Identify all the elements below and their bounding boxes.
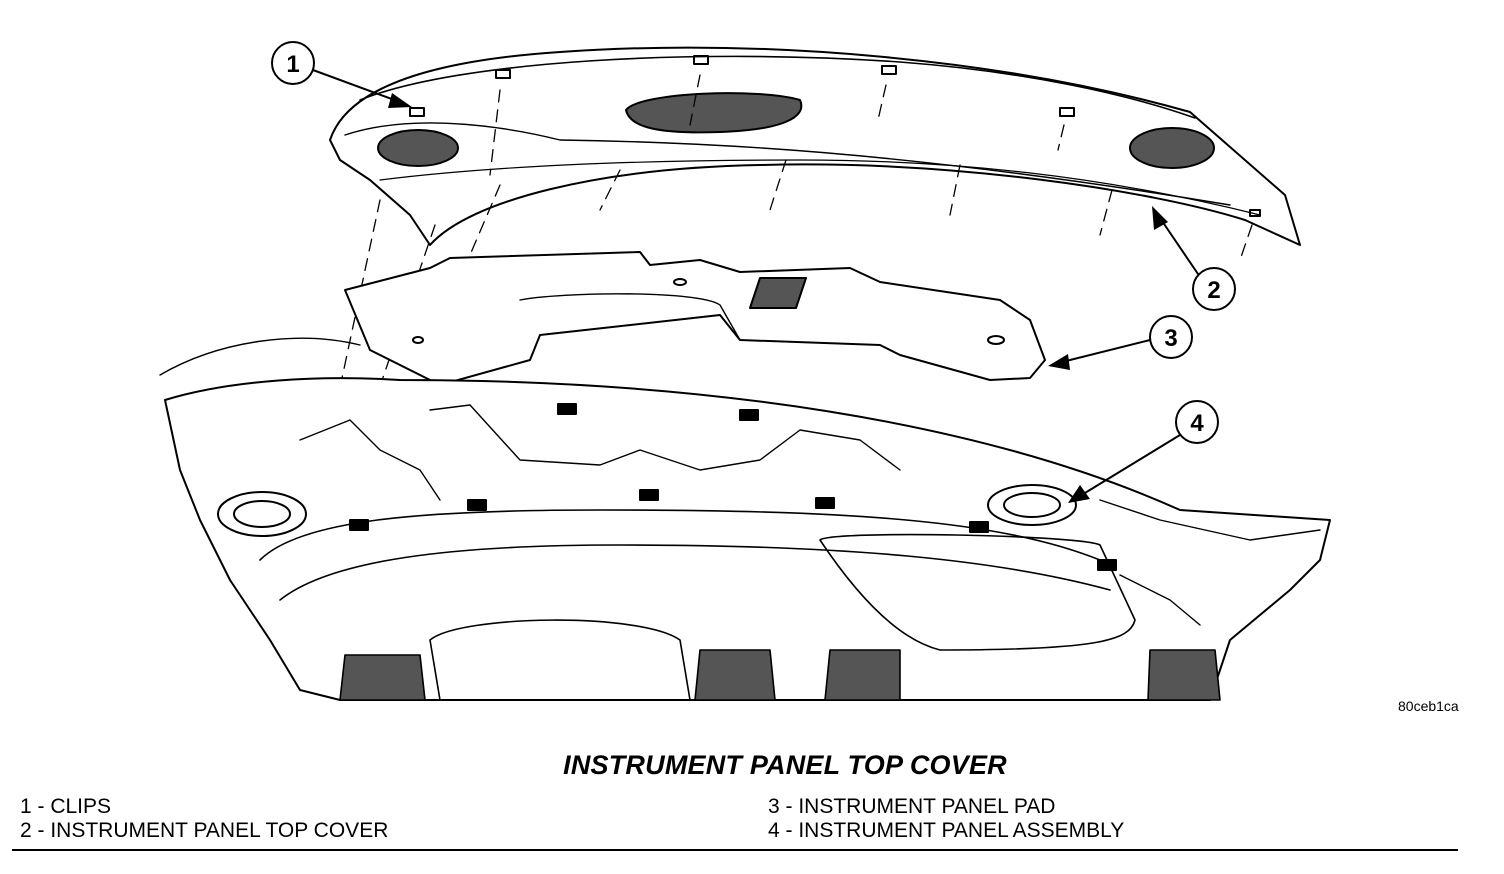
left-speaker	[217, 491, 307, 537]
legend-item-panel-pad: 3 - INSTRUMENT PANEL PAD	[768, 795, 1056, 818]
right-speaker-grille	[1129, 127, 1215, 169]
legend-item-panel-assembly: 4 - INSTRUMENT PANEL ASSEMBLY	[768, 819, 1125, 842]
callout-3	[1061, 315, 1193, 363]
figure-title: INSTRUMENT PANEL TOP COVER	[563, 750, 1007, 780]
callout-3-number: 3	[1164, 325, 1177, 352]
panel-pad-part	[344, 251, 1046, 386]
left-speaker-grille	[377, 129, 459, 167]
right-speaker	[987, 484, 1077, 526]
callout-1-number: 1	[286, 51, 299, 78]
figure-code: 80ceb1ca	[1398, 698, 1459, 714]
callout-2-number: 2	[1207, 277, 1220, 304]
callout-2	[1159, 217, 1236, 311]
bottom-rule	[12, 849, 1458, 851]
legend-item-top-cover: 2 - INSTRUMENT PANEL TOP COVER	[20, 819, 389, 842]
legend-item-clips: 1 - CLIPS	[20, 795, 112, 818]
exploded-view-illustration: 1 2 3 4	[159, 41, 1331, 701]
lower-air-vents	[339, 649, 1221, 701]
callout-1	[271, 41, 401, 103]
callout-4-number: 4	[1190, 410, 1204, 437]
panel-assembly-part	[159, 337, 1331, 701]
callout-4	[1079, 400, 1219, 497]
top-cover-part	[329, 46, 1301, 246]
defroster-grille	[625, 92, 803, 134]
